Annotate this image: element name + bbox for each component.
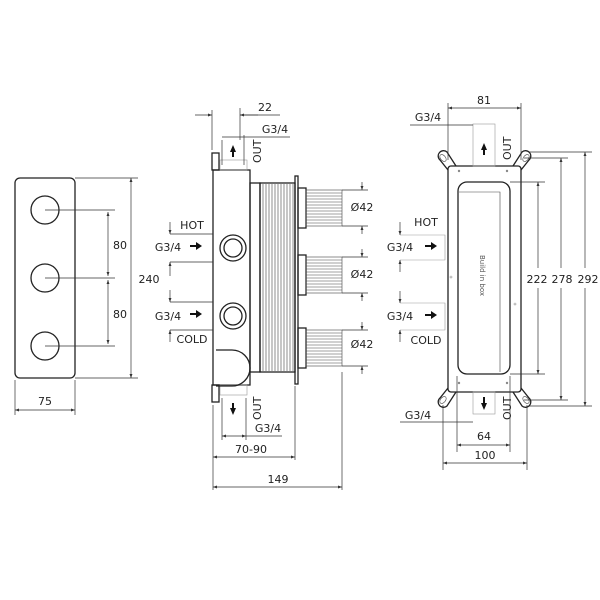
back-top-thread-label: G3/4 xyxy=(415,111,441,124)
dim-spacing-1: 80 xyxy=(113,239,127,252)
cartridge-1 xyxy=(297,182,368,234)
cartridge-diameter-1: Ø42 xyxy=(351,201,374,214)
front-view: 80 80 240 75 xyxy=(14,177,160,415)
hot-label: HOT xyxy=(180,219,204,232)
back-view: Build in box 81 G3/4 OUT HOT G3/4 G3/4 C… xyxy=(387,94,599,470)
top-nut xyxy=(211,152,220,171)
dim-height-222: 222 xyxy=(527,273,548,286)
valve-body xyxy=(212,169,251,386)
back-cold-thread-label: G3/4 xyxy=(387,310,413,323)
dim-total-depth: 149 xyxy=(268,473,289,486)
hot-thread-label: G3/4 xyxy=(155,241,181,254)
cartridge-diameter-2: Ø42 xyxy=(351,268,374,281)
back-cold-label: COLD xyxy=(411,334,442,347)
bottom-out-label: OUT xyxy=(251,396,264,420)
side-view: 22 G3/4 OUT HOT G3/4 G3/4 COLD OUT G3/4 … xyxy=(155,101,373,490)
build-in-box-label: Build in box xyxy=(478,255,486,296)
cold-thread-label: G3/4 xyxy=(155,310,181,323)
back-hot-thread-label: G3/4 xyxy=(387,241,413,254)
back-bottom-thread-label: G3/4 xyxy=(405,409,431,422)
dim-height-278: 278 xyxy=(552,273,573,286)
dim-width: 75 xyxy=(38,395,52,408)
back-bottom-out-label: OUT xyxy=(501,396,514,420)
dim-outer-width: 100 xyxy=(475,449,496,462)
cartridge-2 xyxy=(297,249,368,301)
dim-depth-range: 70-90 xyxy=(235,443,267,456)
back-top-out-label: OUT xyxy=(501,136,514,160)
back-hot-label: HOT xyxy=(414,216,438,229)
cartridge-3 xyxy=(297,322,368,374)
dim-inner-width: 64 xyxy=(477,430,491,443)
cold-inlet-port xyxy=(219,302,247,330)
dim-top-width: 81 xyxy=(477,94,491,107)
cold-label: COLD xyxy=(177,333,208,346)
hot-inlet-port xyxy=(219,234,247,262)
box-recess xyxy=(457,181,511,375)
dim-spacing-2: 80 xyxy=(113,308,127,321)
mounting-lugs xyxy=(437,150,532,408)
cartridge-diameter-3: Ø42 xyxy=(351,338,374,351)
bottom-thread-label: G3/4 xyxy=(255,422,281,435)
dim-height: 240 xyxy=(139,273,160,286)
dim-top-offset: 22 xyxy=(258,101,272,114)
top-out-label: OUT xyxy=(251,139,264,163)
outlet-body xyxy=(216,349,251,387)
bottom-nut xyxy=(211,384,220,403)
dim-height-292: 292 xyxy=(578,273,599,286)
top-thread-label: G3/4 xyxy=(262,123,288,136)
